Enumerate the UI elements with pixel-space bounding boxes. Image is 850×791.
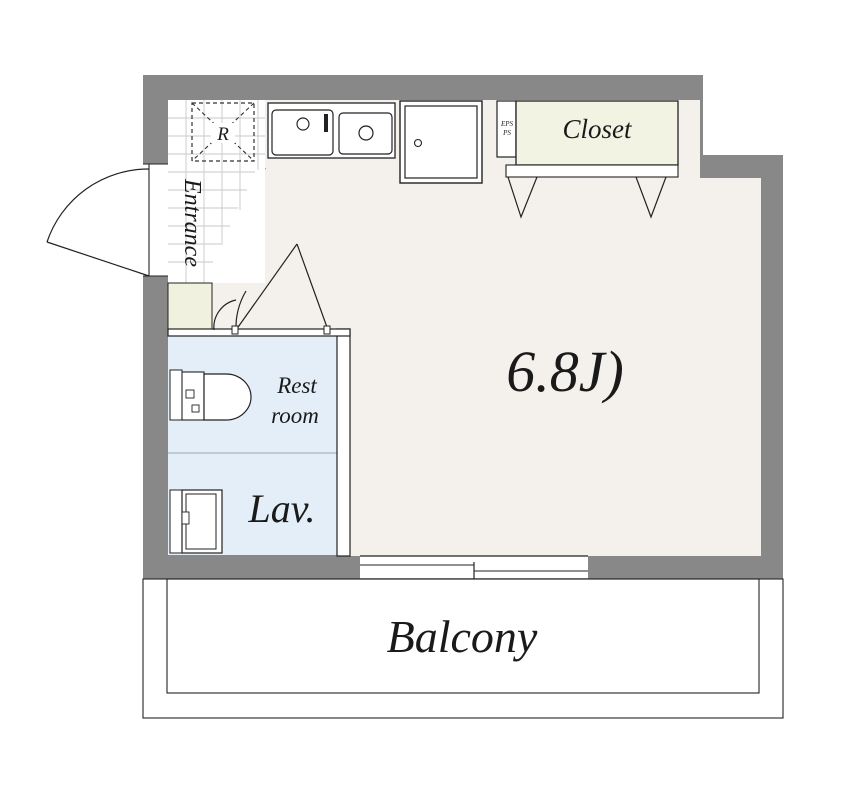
washer-drain — [413, 138, 423, 148]
restroom-label-line2: room — [271, 403, 319, 428]
kitchen-counter — [267, 102, 396, 159]
entrance-step — [167, 282, 213, 331]
closet-label: Closet — [562, 114, 633, 144]
entrance-label: Entrance — [179, 178, 205, 267]
entry-door — [46, 163, 168, 277]
stove-burner — [358, 125, 374, 141]
refrigerator-space: R — [191, 102, 255, 162]
svg-text:PS: PS — [502, 129, 511, 137]
main-room-label: 6.8J) — [506, 339, 624, 404]
wet-area-top-wall — [167, 328, 351, 337]
lavatory-label: Lav. — [247, 486, 315, 531]
balcony-inner — [166, 578, 760, 694]
balcony-outline — [142, 578, 784, 719]
stove — [338, 112, 393, 155]
balcony-label: Balcony — [387, 611, 538, 662]
refrigerator-label: R — [216, 124, 229, 145]
restroom-label-line1: Rest — [276, 373, 317, 398]
closet-door-right — [635, 176, 667, 219]
interior-door — [213, 243, 331, 335]
wet-area-partition — [336, 328, 351, 557]
closet: Closet — [505, 100, 679, 178]
balcony-window — [360, 555, 588, 580]
closet-door-left — [507, 176, 538, 219]
eps-ps-shaft: EPS PS — [496, 100, 517, 158]
faucet — [324, 114, 328, 132]
main-room-floor — [350, 178, 761, 556]
sink-basin — [271, 109, 334, 156]
svg-text:EPS: EPS — [500, 120, 514, 128]
washer-space — [399, 100, 483, 184]
toilet — [169, 369, 252, 421]
lavatory-sink — [169, 489, 223, 554]
sink-drain — [296, 117, 310, 131]
